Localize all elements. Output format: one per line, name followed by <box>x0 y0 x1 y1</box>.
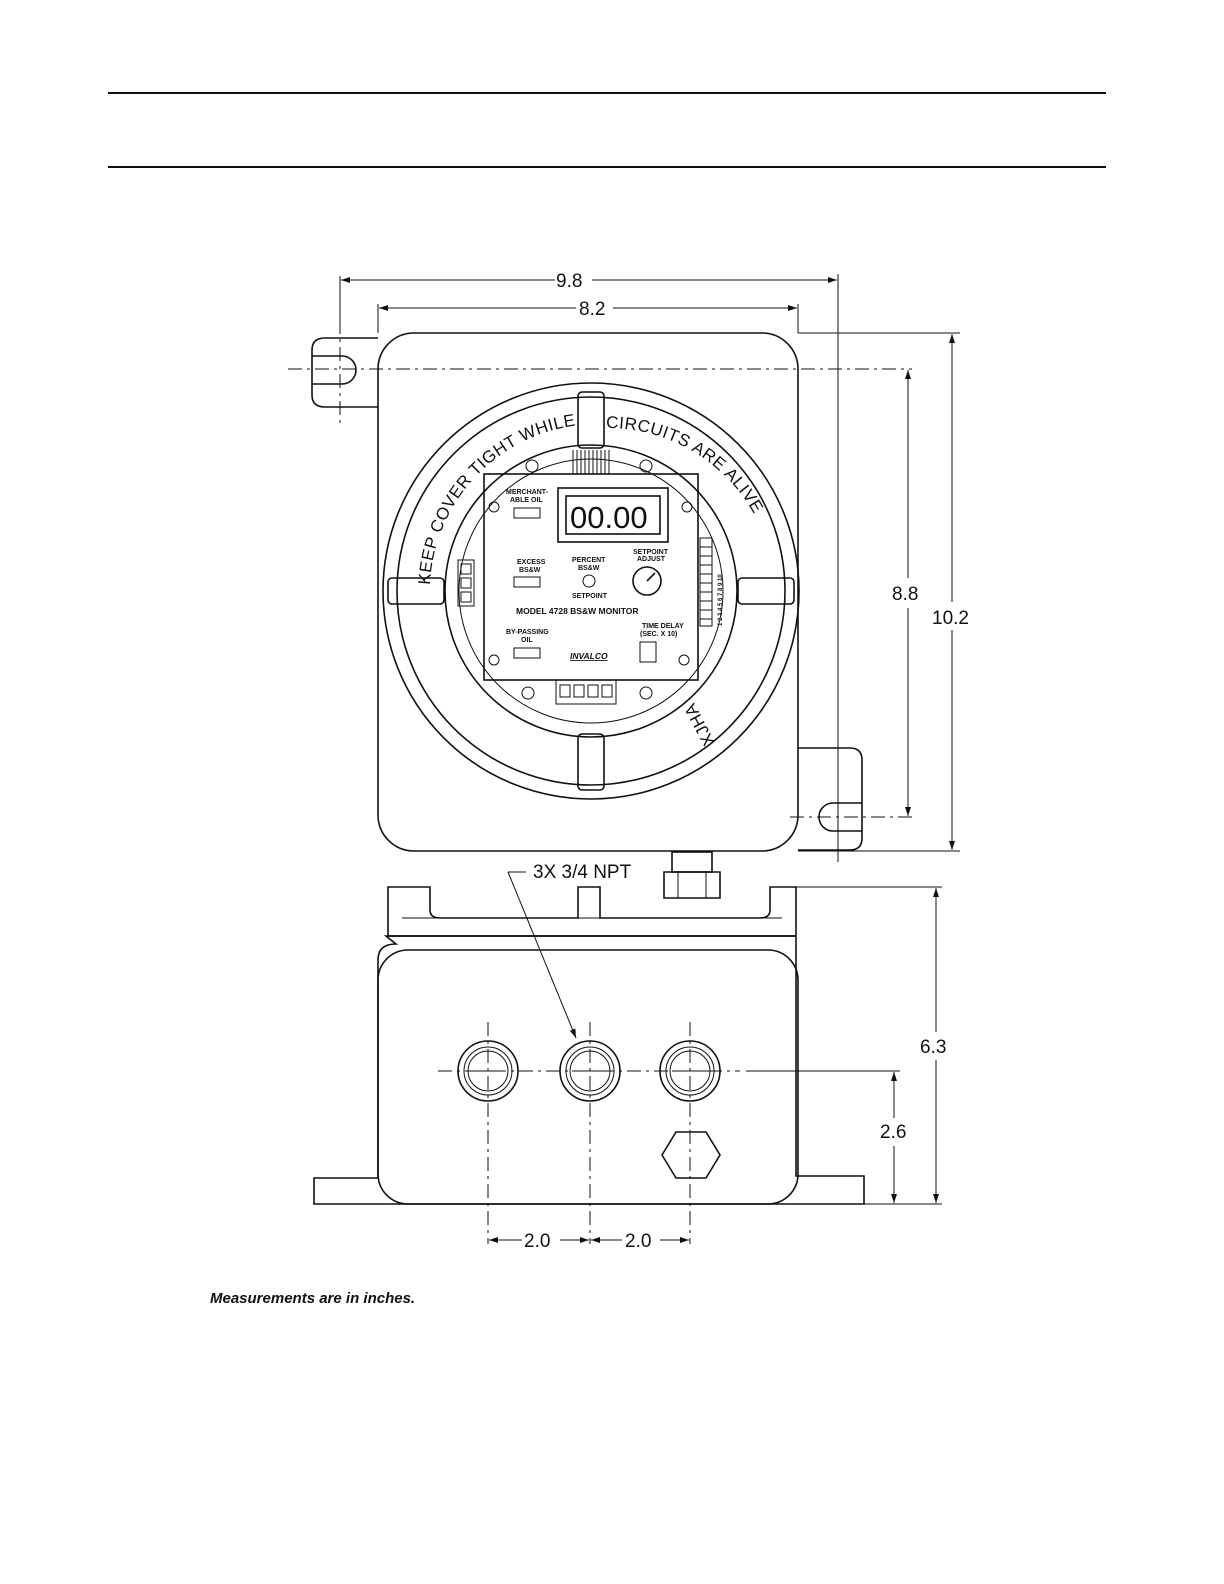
enclosure-body-outline <box>378 333 798 851</box>
time-delay-switch-icon <box>640 642 656 662</box>
dim-hole-spacing-2: 2.0 <box>625 1231 651 1252</box>
dim-body-width: 8.2 <box>579 299 605 320</box>
led-merchantable <box>514 508 540 518</box>
dim-mount-height: 8.8 <box>892 584 918 605</box>
label-model: MODEL 4728 BS&W MONITOR <box>516 606 638 616</box>
terminal-block-bottom <box>556 680 616 704</box>
label-setpoint-adjust: SETPOINT <box>633 549 669 556</box>
label-merchantable-2: ABLE OIL <box>510 497 543 504</box>
label-percent-2: BS&W <box>578 565 600 572</box>
label-merchantable: MERCHANT- <box>506 489 549 496</box>
label-setpoint: SETPOINT <box>572 593 608 600</box>
dim-hole-spacing-1: 2.0 <box>524 1231 550 1252</box>
display-readout: 00.00 <box>570 500 648 535</box>
label-percent: PERCENT <box>572 557 606 564</box>
conduit-fitting <box>672 852 712 872</box>
mounting-tab-top-left <box>312 338 378 407</box>
dim-overall-height: 10.2 <box>932 608 969 629</box>
dip-switch-strip <box>700 538 712 626</box>
side-body-outline <box>378 950 798 1204</box>
label-setpoint-adjust-2: ADJUST <box>637 556 666 563</box>
terminal-block-left <box>458 560 474 606</box>
led-bypassing <box>514 648 540 658</box>
dip-switch-numbers: 1 2 3 4 5 6 7 8 9 10 <box>718 574 724 626</box>
front-view: KEEP COVER TIGHT WHILE CIRCUITS ARE ALIV… <box>288 271 969 898</box>
units-caption: Measurements are in inches. <box>210 1290 415 1307</box>
npt-callout: 3X 3/4 NPT <box>533 862 632 883</box>
label-excess-2: BS&W <box>519 567 541 574</box>
label-excess: EXCESS <box>517 559 546 566</box>
brand-logo: INVALCO <box>570 651 608 661</box>
dim-hole-height: 2.6 <box>880 1122 906 1143</box>
side-view: 6.3 2.6 2.0 2.0 <box>314 887 946 1252</box>
cover-warning-left: KEEP COVER TIGHT WHILE <box>415 411 577 586</box>
toggle-icon <box>583 575 595 587</box>
hex-plug-icon <box>662 1132 720 1178</box>
dim-overall-width: 9.8 <box>556 271 582 292</box>
label-bypassing: BY-PASSING <box>506 629 549 636</box>
monitor-faceplate: 00.00 MERCHANT- ABLE OIL EXCESS BS&W PER… <box>458 450 724 704</box>
dim-side-height: 6.3 <box>920 1037 946 1058</box>
mounting-tab-bottom-right <box>798 748 862 850</box>
label-time-delay-2: (SEC. X 10) <box>640 631 677 638</box>
led-excess <box>514 577 540 587</box>
lid-outline <box>388 887 796 936</box>
label-bypassing-2: OIL <box>521 637 533 644</box>
cover-mark: XJHA <box>680 700 718 749</box>
label-time-delay: TIME DELAY <box>642 623 684 630</box>
hex-nut-icon <box>664 872 720 898</box>
